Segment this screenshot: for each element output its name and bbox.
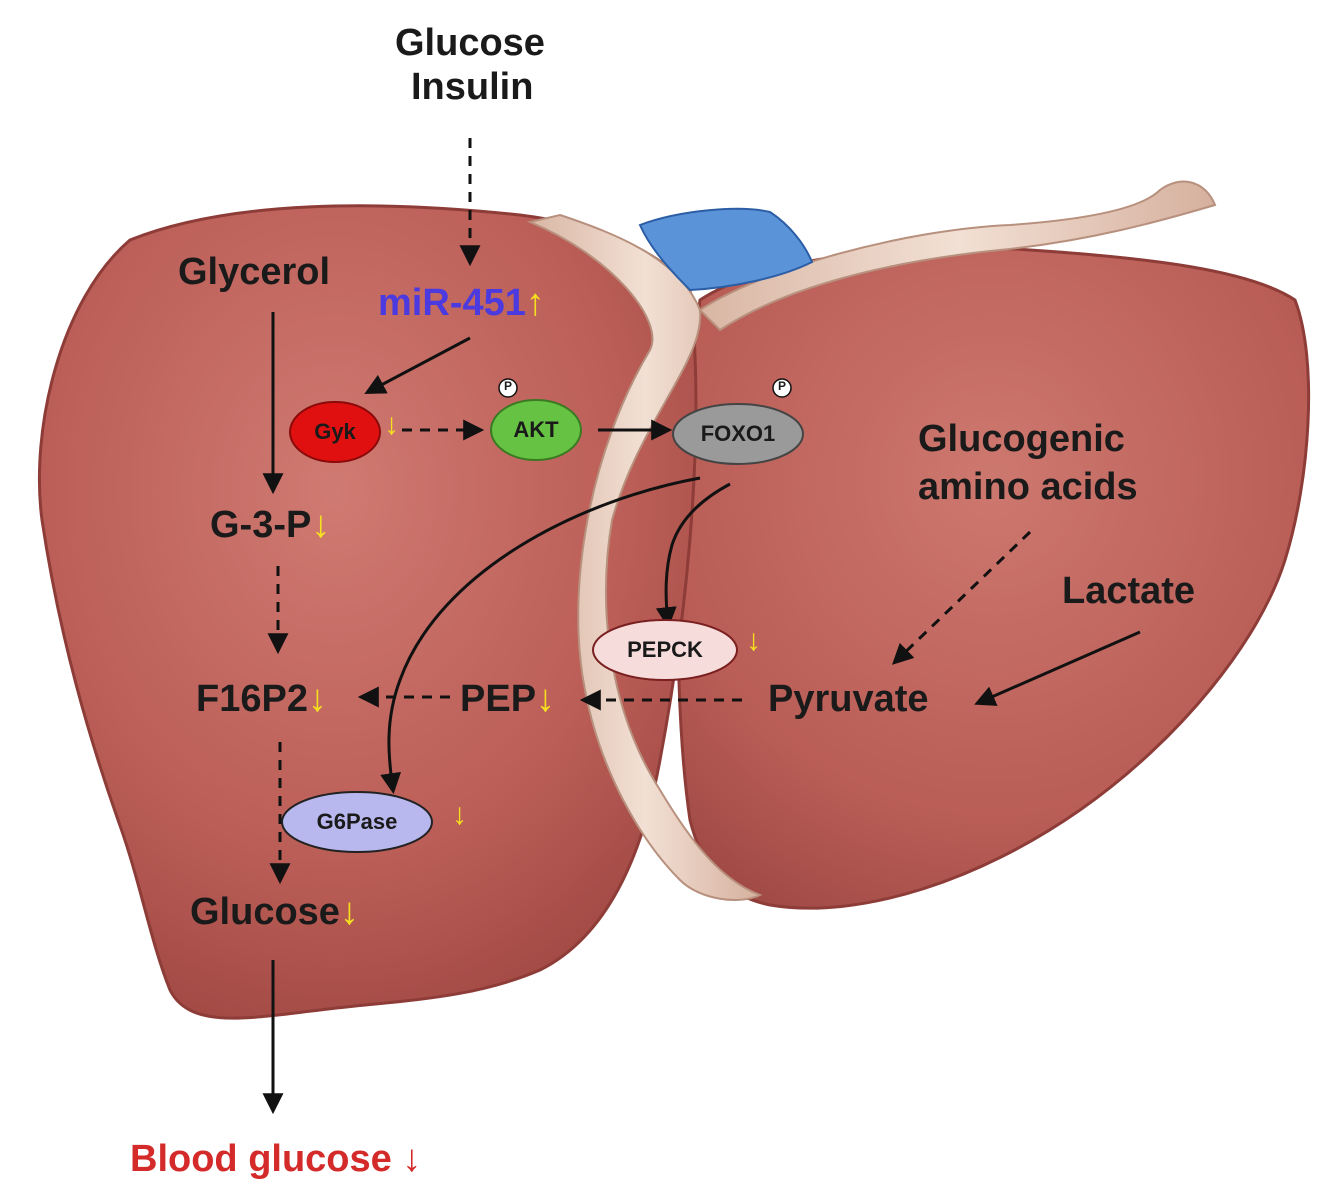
pyruvate-label: Pyruvate [768, 678, 929, 720]
down-trend-icon: ↓ [307, 678, 327, 720]
lactate-label: Lactate [1062, 570, 1196, 612]
gyk-label: Gyk [314, 419, 356, 444]
pepck-label: PEPCK [627, 637, 703, 662]
f16p2-label: F16P2↓ [196, 678, 327, 720]
amino-acids-line2: amino acids [918, 466, 1138, 508]
down-trend-icon: ↓ [452, 798, 467, 831]
mir451-label: miR-451↑ [378, 282, 545, 324]
glycerol-label: Glycerol [178, 251, 331, 293]
foxo1-phospho-label: P [777, 379, 786, 393]
akt-phospho-circle [498, 378, 518, 398]
blood-glucose-label: Blood glucose ↓ [130, 1138, 422, 1180]
falciform-ligament-upper [698, 180, 1217, 332]
down-trend-icon: ↓ [402, 1138, 422, 1180]
akt-phospho-label: P [503, 379, 512, 393]
down-trend-icon: ↓ [746, 624, 761, 657]
foxo1-node [672, 403, 804, 465]
input-insulin-label: Insulin [411, 66, 534, 108]
glucose-product-label: Glucose↓ [190, 891, 359, 933]
g6pase-node [281, 791, 433, 853]
pep-label: PEP↓ [460, 678, 556, 720]
akt-label: AKT [513, 417, 559, 442]
down-trend-icon: ↓ [311, 504, 331, 546]
down-trend-icon: ↓ [536, 678, 556, 720]
g3p-label: G-3-P↓ [210, 504, 331, 546]
down-trend-icon: ↓ [339, 891, 359, 933]
liver-right-lobe [676, 245, 1311, 910]
input-glucose-label: Glucose [395, 22, 545, 64]
pepck-node [592, 619, 738, 681]
g6pase-label: G6Pase [316, 809, 398, 834]
gyk-node [289, 401, 381, 463]
akt-node [490, 399, 582, 461]
down-trend-icon: ↓ [384, 408, 399, 441]
gallbladder [638, 207, 814, 292]
amino-acids-line1: Glucogenic [918, 418, 1125, 460]
falciform-ligament [526, 213, 763, 901]
up-trend-icon: ↑ [525, 282, 545, 324]
foxo1-label: FOXO1 [700, 421, 776, 446]
foxo1-phospho-circle [772, 378, 792, 398]
